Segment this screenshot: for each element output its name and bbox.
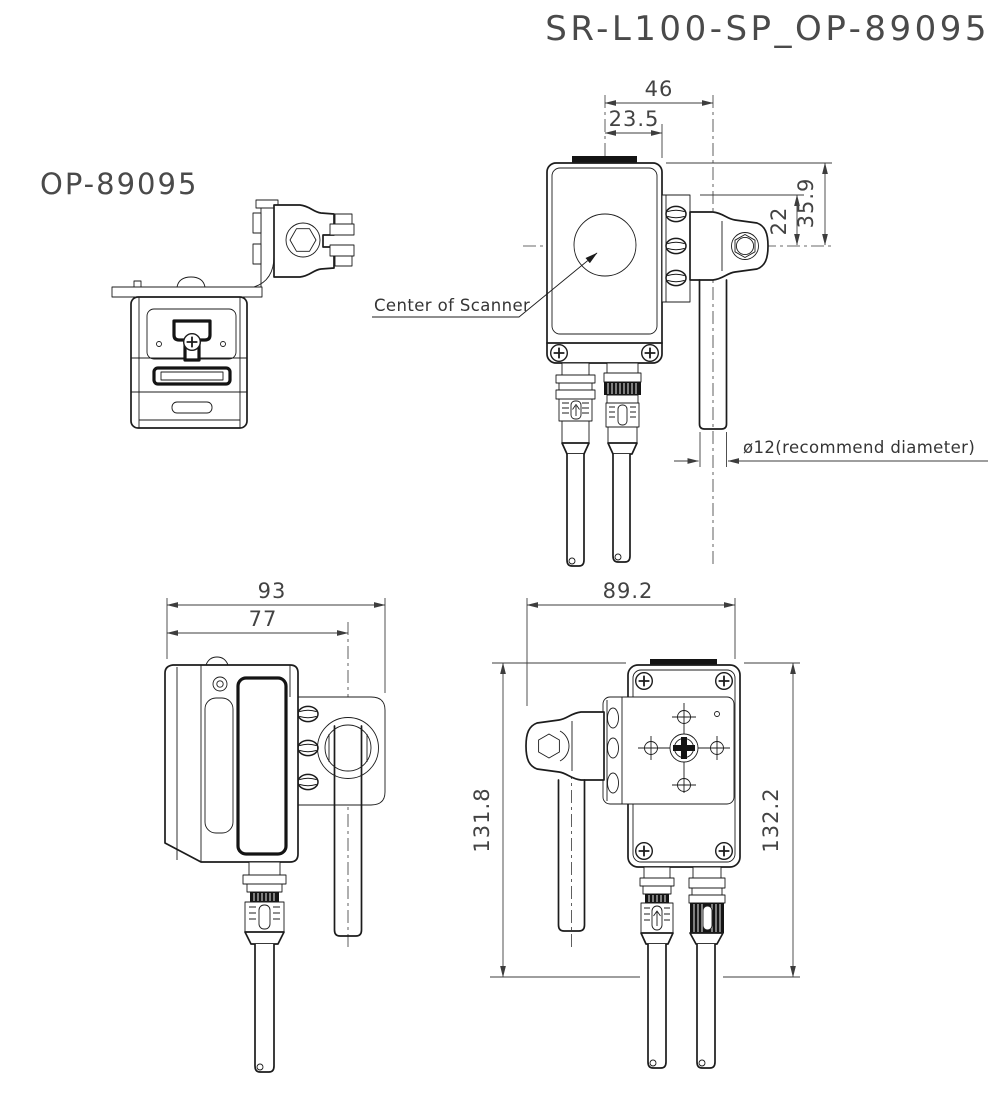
dim-132-2: 132.2	[759, 787, 783, 852]
scanner-body-front	[546, 156, 663, 364]
cable	[612, 454, 631, 563]
mounting-rod	[557, 779, 586, 932]
bottom-left-screw	[549, 343, 569, 363]
corner-screw-tl	[634, 671, 654, 691]
device-side-body	[164, 656, 299, 863]
dim-131-8: 131.8	[470, 787, 494, 852]
dim-46: 46	[645, 77, 674, 101]
knurled-ring	[250, 892, 279, 902]
rear-connector-left	[639, 866, 675, 1069]
flange-dome	[176, 276, 206, 288]
cable	[647, 944, 667, 1069]
view-bracket-op89095: OP-89095	[40, 167, 355, 429]
rear-clamp	[525, 711, 605, 932]
rod-diameter-callout: ø12(recommend diameter)	[674, 432, 988, 467]
side-dimensions: 93 77	[166, 579, 386, 693]
device-back-body	[130, 296, 248, 429]
bracket-flange	[111, 276, 263, 298]
side-screw	[212, 676, 228, 692]
dim-93: 93	[258, 579, 287, 603]
clamp-knob	[329, 213, 355, 267]
mounting-rod	[698, 279, 728, 430]
accessory-label: OP-89095	[40, 167, 198, 201]
clamp-arm	[525, 711, 605, 781]
clamp-hex-nut	[289, 228, 317, 252]
slot-opening	[152, 366, 232, 386]
side-panel	[236, 676, 288, 856]
view-rear: 89.2 131.8 132.2	[470, 579, 800, 1069]
alignment-arrow	[572, 404, 580, 416]
drawing-title: SR-L100-SP_OP-89095	[545, 9, 990, 49]
corner-screw-br	[714, 841, 734, 861]
mount-hole-top	[677, 710, 691, 724]
scanner-window-circle	[573, 213, 637, 277]
cable	[254, 944, 275, 1073]
alignment-arrow	[653, 910, 661, 926]
clamp-body	[273, 204, 335, 278]
dim-35-9: 35.9	[794, 178, 818, 229]
center-screw	[182, 332, 202, 352]
clamp-hex-bolt	[538, 733, 560, 759]
rod-note-label: ø12(recommend diameter)	[743, 438, 975, 457]
corner-screw-bl	[634, 841, 654, 861]
leader-line	[372, 252, 598, 318]
side-clamp-ring	[317, 717, 379, 937]
bracket-arm	[249, 199, 355, 289]
side-slot	[204, 697, 234, 834]
view-front: 46 23.5 22 35.9 Center of Scanner ø12(re…	[372, 77, 988, 567]
side-connector	[242, 861, 287, 1073]
rear-mounting-plate	[602, 696, 735, 805]
rear-connector-right	[688, 866, 726, 1069]
center-of-scanner-callout: Center of Scanner	[372, 252, 598, 318]
center-of-scanner-label: Center of Scanner	[374, 296, 530, 315]
dim-23-5: 23.5	[609, 107, 660, 131]
dim-77: 77	[249, 607, 278, 631]
mount-hole-bottom	[677, 778, 691, 792]
front-connector-left	[555, 362, 596, 567]
bracket-screw-1	[297, 705, 319, 723]
mounting-rod	[333, 725, 363, 937]
knurled-ring	[604, 382, 641, 395]
clamp-bolt	[731, 232, 759, 260]
front-bracket	[661, 194, 769, 303]
bottom-right-screw	[640, 343, 660, 363]
mount-hole-left	[644, 741, 658, 755]
bracket-screw-1	[665, 205, 687, 223]
bracket-screw-3	[297, 773, 319, 791]
dim-89-2: 89.2	[603, 579, 654, 603]
front-connector-right	[603, 362, 642, 563]
bracket-screw-3	[665, 269, 687, 287]
corner-screw-tr	[714, 671, 734, 691]
top-tab	[572, 156, 637, 164]
clamp-arm	[689, 211, 769, 281]
top-dome	[205, 656, 229, 666]
lower-slot	[171, 401, 213, 414]
bracket-screw-2	[665, 237, 687, 255]
top-tab	[650, 659, 717, 666]
mount-hole-right	[710, 741, 724, 755]
bracket-screw-2	[297, 739, 319, 757]
pin-hole	[714, 711, 720, 717]
view-side: 93 77	[164, 579, 386, 1073]
cable	[696, 944, 716, 1069]
cable	[566, 454, 585, 567]
dim-22: 22	[767, 207, 791, 236]
rear-dimensions: 89.2 131.8 132.2	[470, 579, 800, 978]
front-dimensions: 46 23.5 22 35.9	[604, 77, 832, 246]
center-cross	[673, 737, 695, 759]
